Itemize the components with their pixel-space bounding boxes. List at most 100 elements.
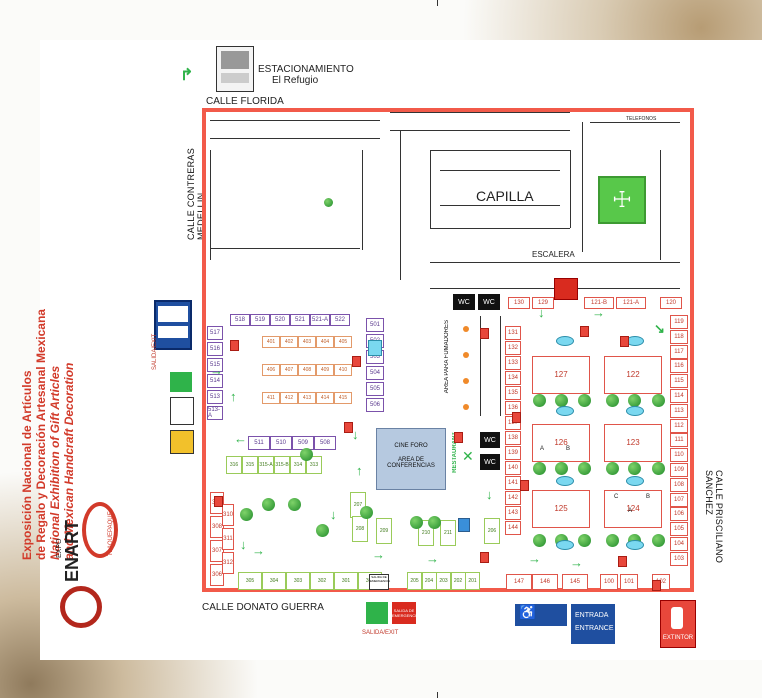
smoking-area: AREA PARA FUMADORES — [444, 320, 450, 394]
extinguisher-icon — [352, 356, 361, 367]
stand: 201 — [465, 572, 480, 590]
block-letter: B — [646, 494, 651, 500]
stand: 202 — [450, 572, 466, 590]
stand: 301 — [334, 572, 358, 590]
block-letter: A — [628, 508, 633, 514]
stand: 312 — [222, 552, 234, 574]
stand: 208 — [352, 516, 368, 542]
block-letter: C — [614, 494, 619, 500]
stand-block: 126 — [532, 424, 590, 462]
direction-arrow-icon: → — [592, 305, 605, 320]
stand: 146 — [532, 574, 558, 590]
stand: 106 — [670, 507, 688, 522]
building-outline — [202, 108, 694, 592]
stand: 313 — [306, 456, 322, 474]
stand: 516 — [207, 342, 223, 356]
parking-sublabel: El Refugio — [272, 75, 319, 86]
stand: 311 — [222, 528, 234, 550]
tree-icon — [428, 516, 441, 529]
direction-arrow-icon: ↘ — [654, 321, 665, 336]
stand: 513 — [207, 390, 223, 404]
emergency-exit-sign: SALIDA DE EMERGENCIA — [392, 602, 419, 624]
stand: 132 — [505, 341, 521, 355]
stand: 114 — [670, 389, 688, 403]
block-letter: B — [566, 446, 571, 452]
tree-icon — [288, 498, 301, 511]
stand: 139 — [505, 446, 521, 460]
tree-icon — [240, 508, 253, 521]
direction-arrow-icon: ↓ — [538, 305, 545, 320]
stand: 412 — [280, 392, 298, 404]
chapel-label: CAPILLA — [476, 188, 534, 204]
stand: 206 — [484, 518, 500, 544]
direction-arrow-icon: ↓ — [240, 537, 247, 552]
stand: 315 — [242, 456, 258, 474]
stand: 104 — [670, 537, 688, 551]
stand: 519 — [250, 314, 270, 326]
stand-block: 123 — [604, 424, 662, 462]
tree-icon — [300, 448, 313, 461]
title-es-1: Exposición Nacional de Artículos — [20, 370, 34, 560]
map-panel — [40, 40, 762, 660]
tree-icon — [578, 534, 591, 547]
stand: 138 — [505, 431, 521, 445]
stand: 315-B — [274, 456, 290, 474]
direction-arrow-icon: ↓ — [352, 427, 359, 442]
stand: 506 — [366, 398, 384, 412]
stand: 514 — [207, 374, 223, 388]
extinguisher-sign: EXTINTOR — [660, 600, 696, 648]
stand: 402 — [280, 336, 298, 348]
stand: 409 — [316, 364, 334, 376]
accessibility-sign: ♿ — [515, 604, 567, 626]
emergency-sign — [554, 278, 578, 300]
stand: 143 — [505, 506, 521, 520]
stand: 316 — [226, 456, 242, 474]
stand: 107 — [670, 492, 688, 507]
stand: 401 — [262, 336, 280, 348]
stand: 209 — [376, 518, 392, 544]
stand: 120 — [660, 297, 682, 309]
stand: 513-A — [207, 406, 223, 420]
stand: 518 — [230, 314, 250, 326]
stand: 414 — [316, 392, 334, 404]
stand: 405 — [334, 336, 352, 348]
extinguisher-icon — [520, 480, 529, 491]
stand: 205 — [407, 572, 422, 590]
stand: 110 — [670, 448, 688, 463]
stand: 304 — [262, 572, 286, 590]
stand: 134 — [505, 371, 521, 385]
stand: 112 — [670, 418, 688, 433]
stand: 315-A — [258, 456, 274, 474]
tree-icon — [555, 394, 568, 407]
fountain-icon — [556, 476, 574, 486]
stand: 142 — [505, 491, 521, 505]
stand: 145 — [562, 574, 588, 590]
fountain-icon — [556, 406, 574, 416]
stand: 135 — [505, 386, 521, 400]
stand: 111 — [670, 433, 688, 448]
tree-icon — [262, 498, 275, 511]
tree-icon — [533, 394, 546, 407]
stand: 511 — [248, 436, 270, 450]
extinguisher-icon — [454, 432, 463, 443]
stand: 505 — [366, 382, 384, 396]
stand: 204 — [421, 572, 437, 590]
cutlery-icon: ✕ — [462, 448, 474, 464]
direction-arrow-icon: ↓ — [330, 507, 337, 522]
tree-icon — [555, 462, 568, 475]
wc-sign: WC — [478, 294, 500, 310]
wc-sign: WC — [480, 454, 500, 470]
stand: 413 — [298, 392, 316, 404]
tree-icon — [606, 534, 619, 547]
street-north: CALLE FLORIDA — [206, 96, 284, 107]
stand: 115 — [670, 374, 688, 389]
stand: 144 — [505, 521, 521, 535]
stand-block: 122 — [604, 356, 662, 394]
direction-arrow-icon: → — [372, 547, 385, 562]
stand: 129 — [532, 297, 554, 309]
stand-block: 125 — [532, 490, 590, 528]
stand: 109 — [670, 463, 688, 477]
direction-arrow-icon: → — [252, 543, 265, 558]
extinguisher-icon — [230, 340, 239, 351]
direction-arrow-icon: → — [426, 551, 439, 566]
